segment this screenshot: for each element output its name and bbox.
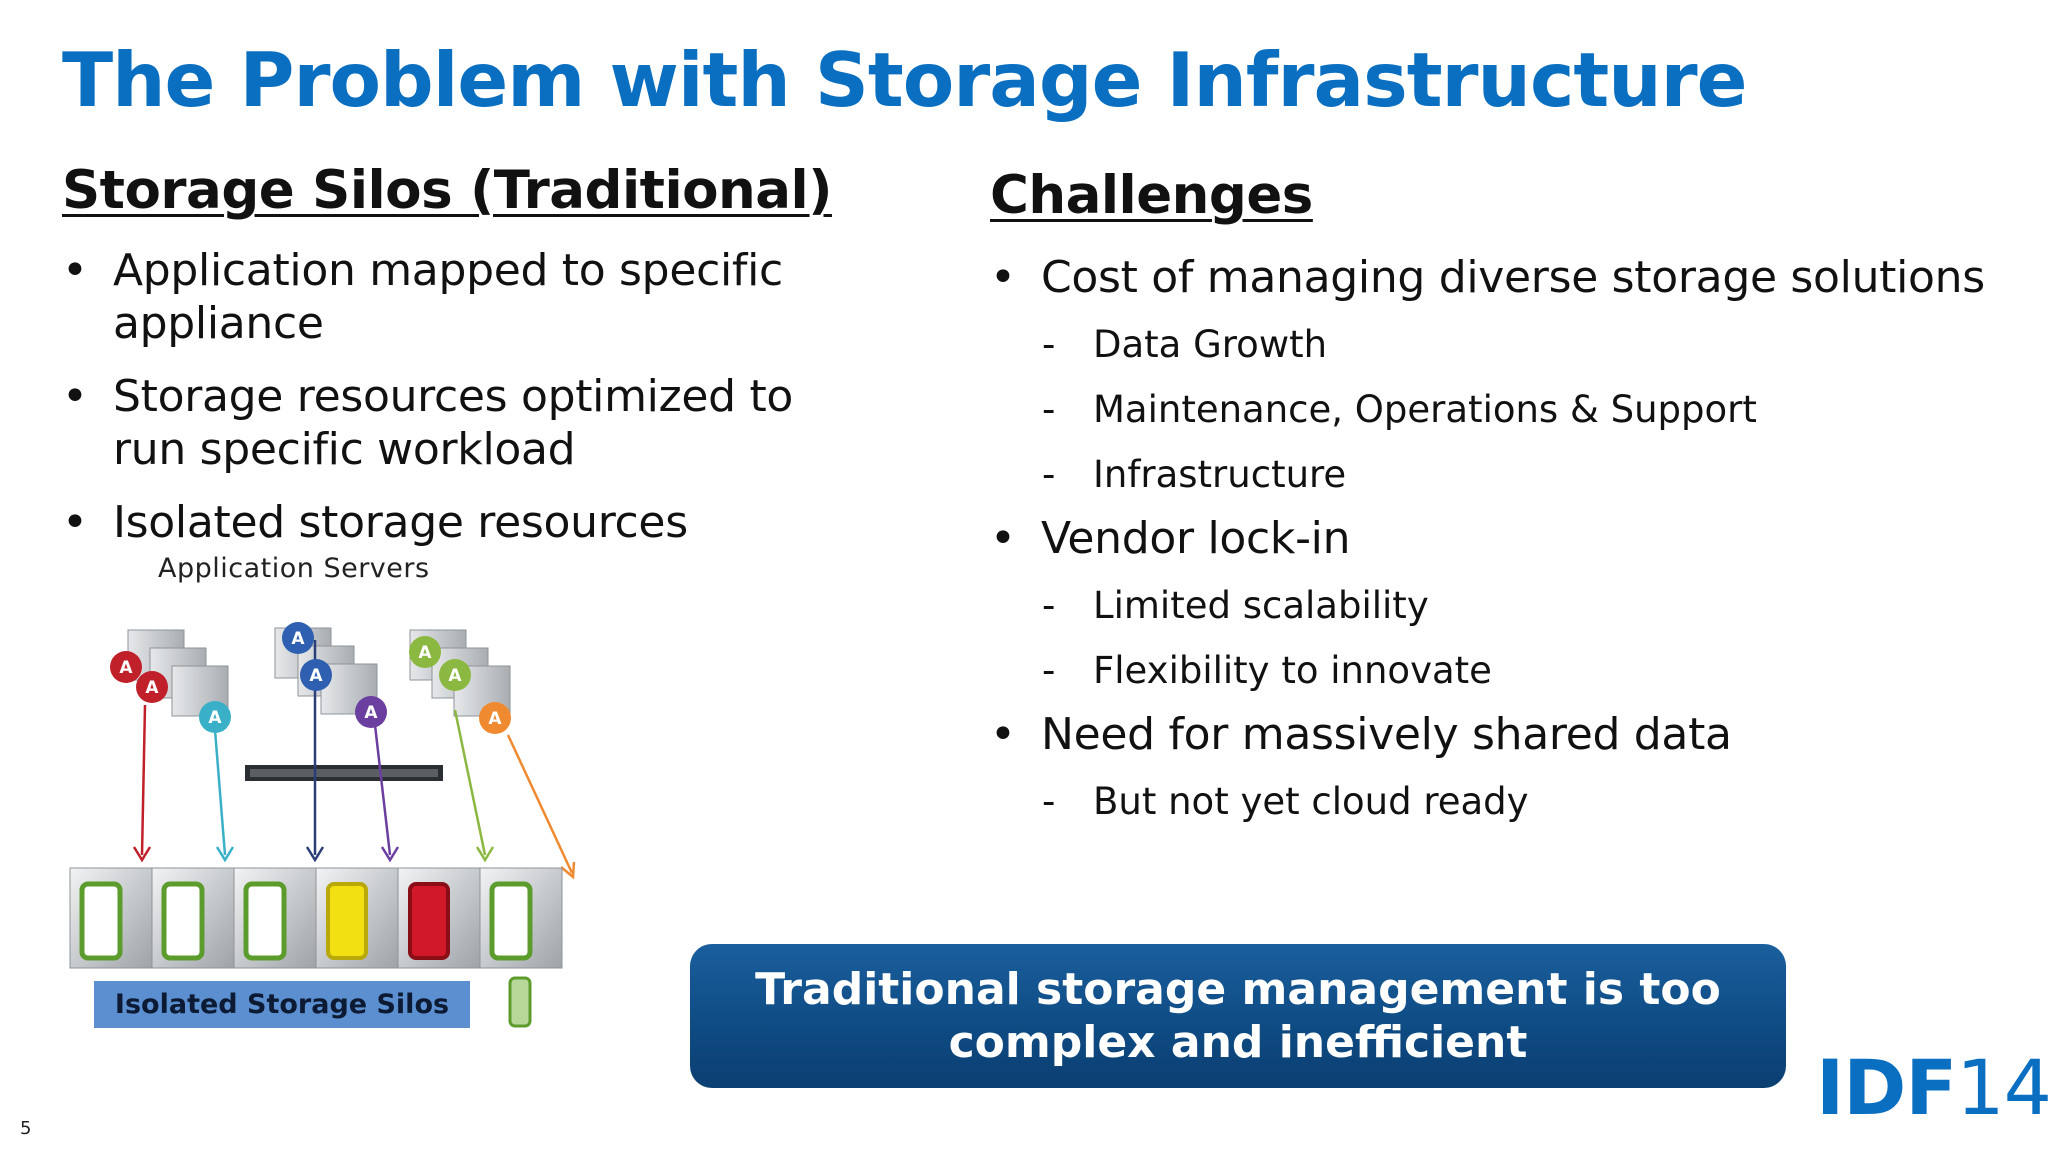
storage-silo-icon bbox=[151, 867, 235, 969]
app-badge-blue-icon: A bbox=[300, 659, 332, 691]
disk-legend-icon bbox=[508, 976, 532, 1028]
challenge-subitem: Limited scalability bbox=[990, 584, 2000, 628]
page-number: 5 bbox=[20, 1118, 32, 1139]
svg-text:A: A bbox=[364, 703, 378, 723]
app-badge-green-icon: A bbox=[409, 636, 441, 668]
storage-silo-diagram: A A A A A A A A A bbox=[69, 622, 576, 1028]
logo-brand: IDF bbox=[1816, 1043, 1957, 1132]
app-badge-red-icon: A bbox=[136, 671, 168, 703]
app-badge-teal-icon: A bbox=[199, 701, 231, 733]
app-badge-green-icon: A bbox=[439, 659, 471, 691]
slide-title: The Problem with Storage Infrastructure bbox=[62, 36, 1747, 124]
app-badge-purple-icon: A bbox=[355, 696, 387, 728]
idf14-logo: IDF14 bbox=[1816, 1050, 2048, 1126]
svg-text:A: A bbox=[448, 666, 462, 686]
challenge-subitem: Flexibility to innovate bbox=[990, 649, 2000, 693]
left-heading: Storage Silos (Traditional) bbox=[62, 160, 832, 221]
isolated-storage-silos-label: Isolated Storage Silos bbox=[94, 981, 470, 1028]
app-badge-red-icon: A bbox=[110, 651, 142, 683]
svg-text:A: A bbox=[291, 629, 305, 649]
left-bullet: Application mapped to specific appliance bbox=[62, 244, 862, 350]
challenge-subitem: Data Growth bbox=[990, 323, 2000, 367]
svg-text:A: A bbox=[208, 708, 222, 728]
app-badge-orange-icon: A bbox=[479, 702, 511, 734]
svg-text:A: A bbox=[488, 709, 502, 729]
left-bullet: Isolated storage resources bbox=[62, 496, 862, 549]
challenge-item: Need for massively shared data bbox=[990, 708, 2000, 761]
storage-silo-icon bbox=[69, 867, 153, 969]
callout-text: Traditional storage management is too co… bbox=[755, 964, 1721, 1068]
app-badges: A A A A A A A A A bbox=[110, 622, 511, 734]
storage-silo-row bbox=[69, 867, 563, 969]
challenge-subitem: Maintenance, Operations & Support bbox=[990, 388, 2000, 432]
storage-silo-icon bbox=[233, 867, 317, 969]
challenge-item: Vendor lock-in bbox=[990, 512, 2000, 565]
logo-year: 14 bbox=[1956, 1043, 2048, 1132]
app-server-group-1 bbox=[127, 629, 229, 717]
challenge-subitem: Infrastructure bbox=[990, 453, 2000, 497]
storage-silo-icon bbox=[479, 867, 563, 969]
storage-silo-icon bbox=[315, 867, 399, 969]
left-bullet: Storage resources optimized to run speci… bbox=[62, 370, 862, 476]
arrow-heads bbox=[132, 846, 576, 880]
app-badge-blue-icon: A bbox=[282, 622, 314, 654]
left-bullet-list: Application mapped to specific appliance… bbox=[62, 244, 862, 549]
app-servers-label: Application Servers bbox=[158, 553, 430, 584]
svg-text:A: A bbox=[309, 666, 323, 686]
storage-silo-icon bbox=[397, 867, 481, 969]
svg-text:A: A bbox=[145, 678, 159, 698]
svg-text:A: A bbox=[418, 643, 432, 663]
right-heading: Challenges bbox=[990, 165, 1313, 226]
challenge-item: Cost of managing diverse storage solutio… bbox=[990, 251, 2000, 304]
svg-text:A: A bbox=[119, 658, 133, 678]
challenges-list: Cost of managing diverse storage solutio… bbox=[990, 251, 2000, 824]
callout-box: Traditional storage management is too co… bbox=[690, 944, 1786, 1088]
challenge-subitem: But not yet cloud ready bbox=[990, 780, 2000, 824]
